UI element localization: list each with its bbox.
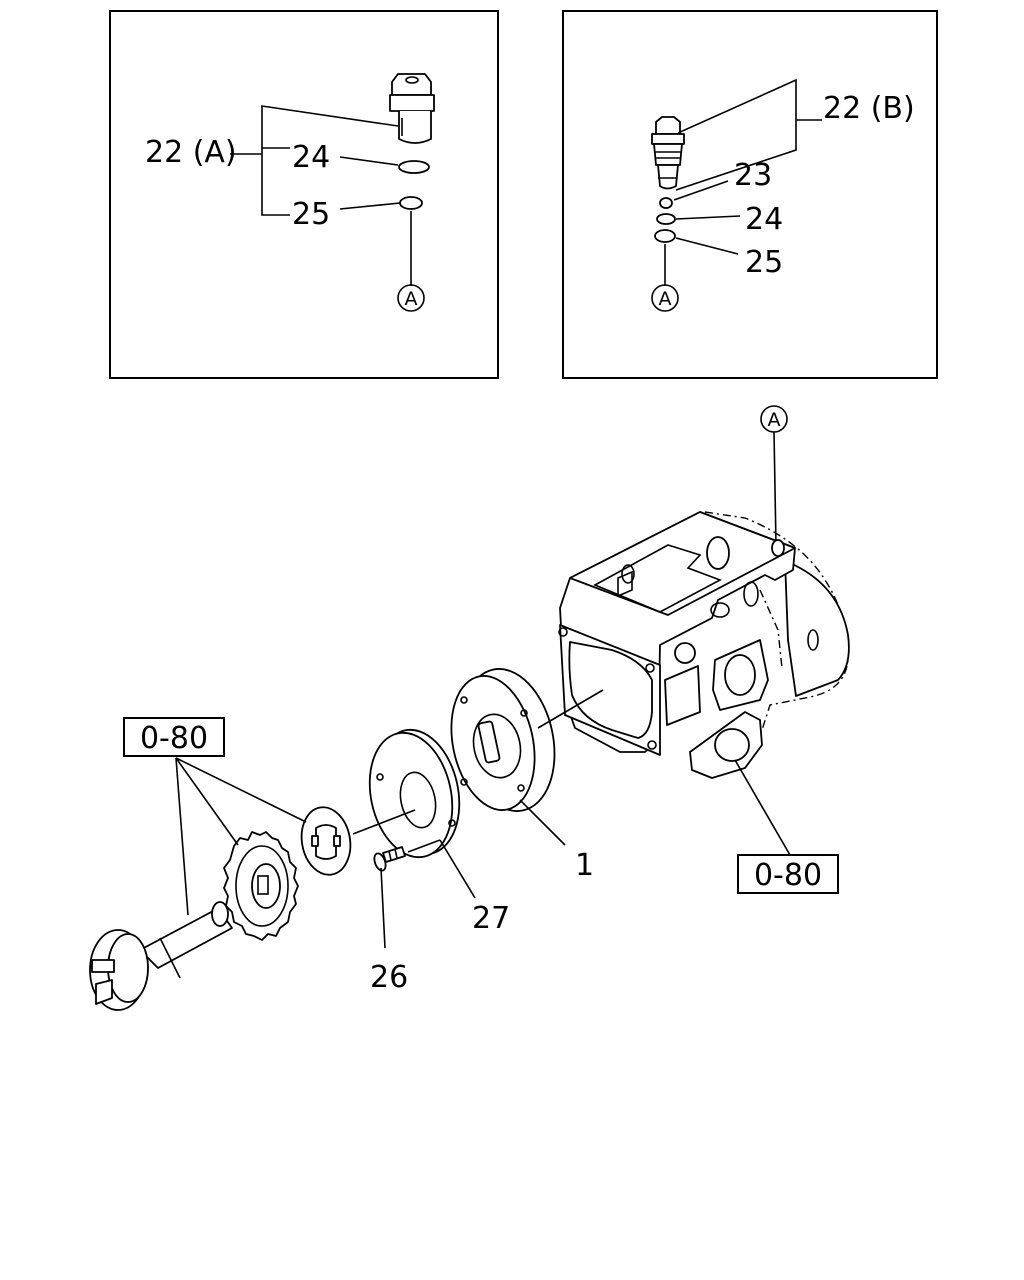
label-part-1: 1 [575,848,594,883]
inset-b-oring-25 [654,229,676,243]
main-view: A [89,405,850,1011]
part-1-cover [450,668,604,812]
inset-a-leaders [230,105,412,286]
inset-a-frame [109,10,499,379]
part-27-plate [352,728,461,859]
label-part-27: 27 [472,901,510,936]
inset-b: 22 (B) 23 24 25 A [562,10,938,379]
right-group-ref: 0-80 [734,759,839,894]
washer-part [300,806,352,876]
right-group-ref-label: 0-80 [754,858,822,893]
inset-a: 22 (A) 24 25 A [109,10,499,379]
inset-b-ref-marker: A [659,288,672,310]
inset-a-label-24: 24 [292,140,330,175]
label-part-26: 26 [370,960,408,995]
inset-a-label-25: 25 [292,197,330,232]
inset-b-oring-24 [656,213,676,225]
inset-b-ref-circle [651,284,679,312]
part-26-screw [373,839,441,872]
inset-b-label-25: 25 [745,245,783,280]
pump-housing [558,511,850,779]
inset-b-leaders [664,78,822,286]
gear-part [223,831,299,941]
left-group-ref-label: 0-80 [140,721,208,756]
inset-b-assembly-label: 22 (B) [823,91,915,126]
inset-b-label-23: 23 [734,158,772,193]
inset-a-ref-marker: A [405,288,418,310]
inset-b-label-24: 24 [745,202,783,237]
inset-a-assembly-label: 22 (A) [145,135,237,170]
inset-b-valve-22b [651,116,685,190]
shaft-part [89,901,233,1011]
inset-b-frame [562,10,938,379]
inset-a-plug-22a [389,73,435,144]
left-group-ref: 0-80 [123,717,307,916]
inset-a-oring-24 [398,160,430,174]
main-ref-marker: A [768,409,781,431]
inset-a-ref-circle [397,284,425,312]
inset-b-ring-23 [659,197,673,209]
inset-a-oring-25 [399,196,423,210]
